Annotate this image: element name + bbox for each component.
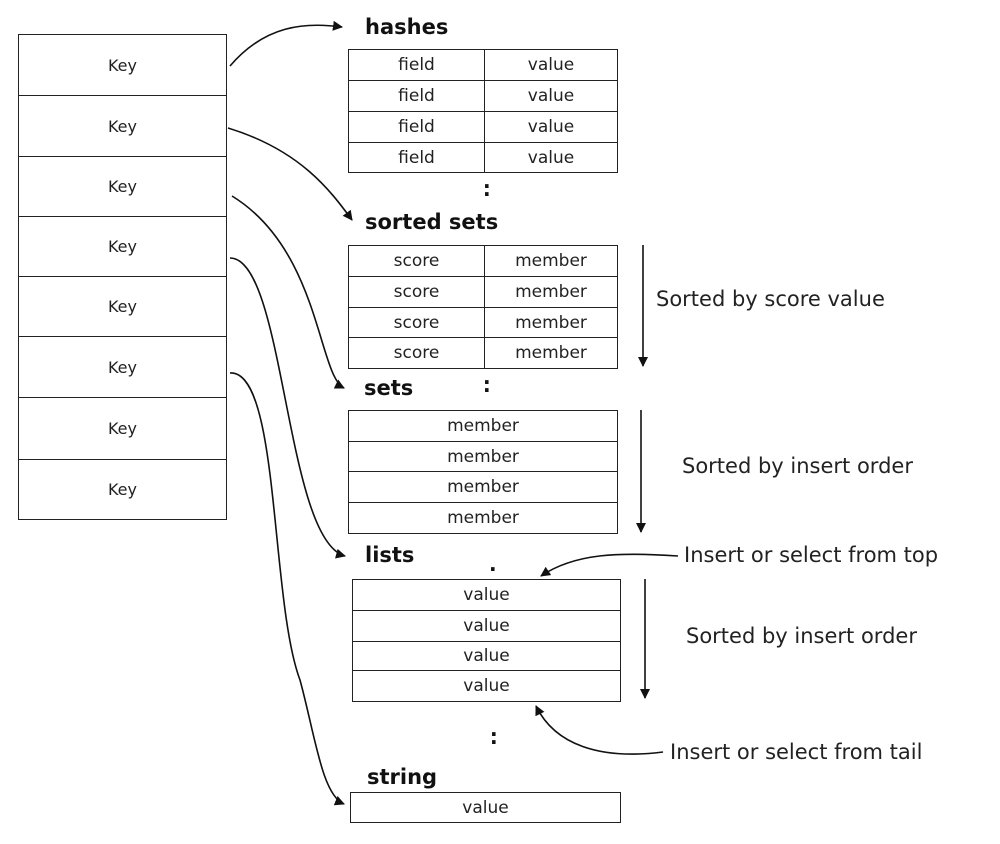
lists-note: Sorted by insert order (686, 624, 917, 648)
arrow-key-to-string (229, 372, 345, 806)
sorted-sets-member-cell: member (484, 307, 618, 338)
sets-member-cell: member (348, 441, 618, 472)
key-cell: Key (18, 336, 227, 398)
sets-member-cell: member (348, 410, 618, 442)
lists-value-cell: value (352, 610, 621, 642)
lists-value-cell: value (352, 670, 621, 702)
hashes-value-cell: value (484, 111, 618, 143)
sorted-sets-member-cell: member (484, 276, 618, 308)
lists-value-cell: value (352, 641, 621, 671)
sorted-sets-member-cell: member (484, 337, 618, 369)
sorted-sets-note: Sorted by score value (656, 287, 885, 311)
key-cell: Key (18, 397, 227, 460)
sorted-sets-score-cell: score (348, 307, 485, 338)
hashes-value-cell: value (484, 142, 618, 173)
continuation-dots: ·· (490, 722, 498, 754)
string-title: string (367, 765, 438, 789)
sets-title: sets (364, 376, 414, 400)
arrow-key-to-lists (229, 257, 346, 559)
key-cell: Key (18, 459, 227, 520)
arrow-key-to-sorted-sets (227, 127, 353, 221)
continuation-dots: · (489, 557, 497, 581)
continuation-dots: ·· (483, 370, 491, 402)
sets-member-cell: member (348, 471, 618, 503)
hashes-value-cell: value (484, 49, 618, 81)
hashes-field-cell: field (348, 49, 485, 81)
sorted-sets-member-cell: member (484, 245, 618, 277)
lists-tail-note: Insert or select from tail (670, 740, 923, 764)
key-cell: Key (18, 95, 227, 157)
insert-tail-arrow (535, 705, 664, 755)
lists-top-note: Insert or select from top (684, 543, 939, 567)
lists-title: lists (365, 543, 415, 567)
sorted-sets-score-cell: score (348, 276, 485, 308)
sets-note: Sorted by insert order (682, 454, 913, 478)
key-cell: Key (18, 216, 227, 277)
sets-member-cell: member (348, 502, 618, 534)
hashes-field-cell: field (348, 142, 485, 173)
string-value-cell: value (350, 792, 621, 823)
arrow-key-to-sets (231, 195, 345, 389)
key-cell: Key (18, 156, 227, 217)
hashes-field-cell: field (348, 80, 485, 112)
key-cell: Key (18, 276, 227, 337)
sorted-sets-title: sorted sets (365, 210, 499, 234)
continuation-dots: ·· (483, 174, 491, 206)
sorted-sets-score-cell: score (348, 245, 485, 277)
hashes-title: hashes (365, 15, 449, 39)
lists-value-cell: value (352, 579, 621, 611)
hashes-value-cell: value (484, 80, 618, 112)
sorted-sets-score-cell: score (348, 337, 485, 369)
hashes-field-cell: field (348, 111, 485, 143)
key-cell: Key (18, 34, 227, 96)
arrow-key-to-hashes (229, 20, 343, 67)
insert-top-arrow (540, 553, 679, 577)
